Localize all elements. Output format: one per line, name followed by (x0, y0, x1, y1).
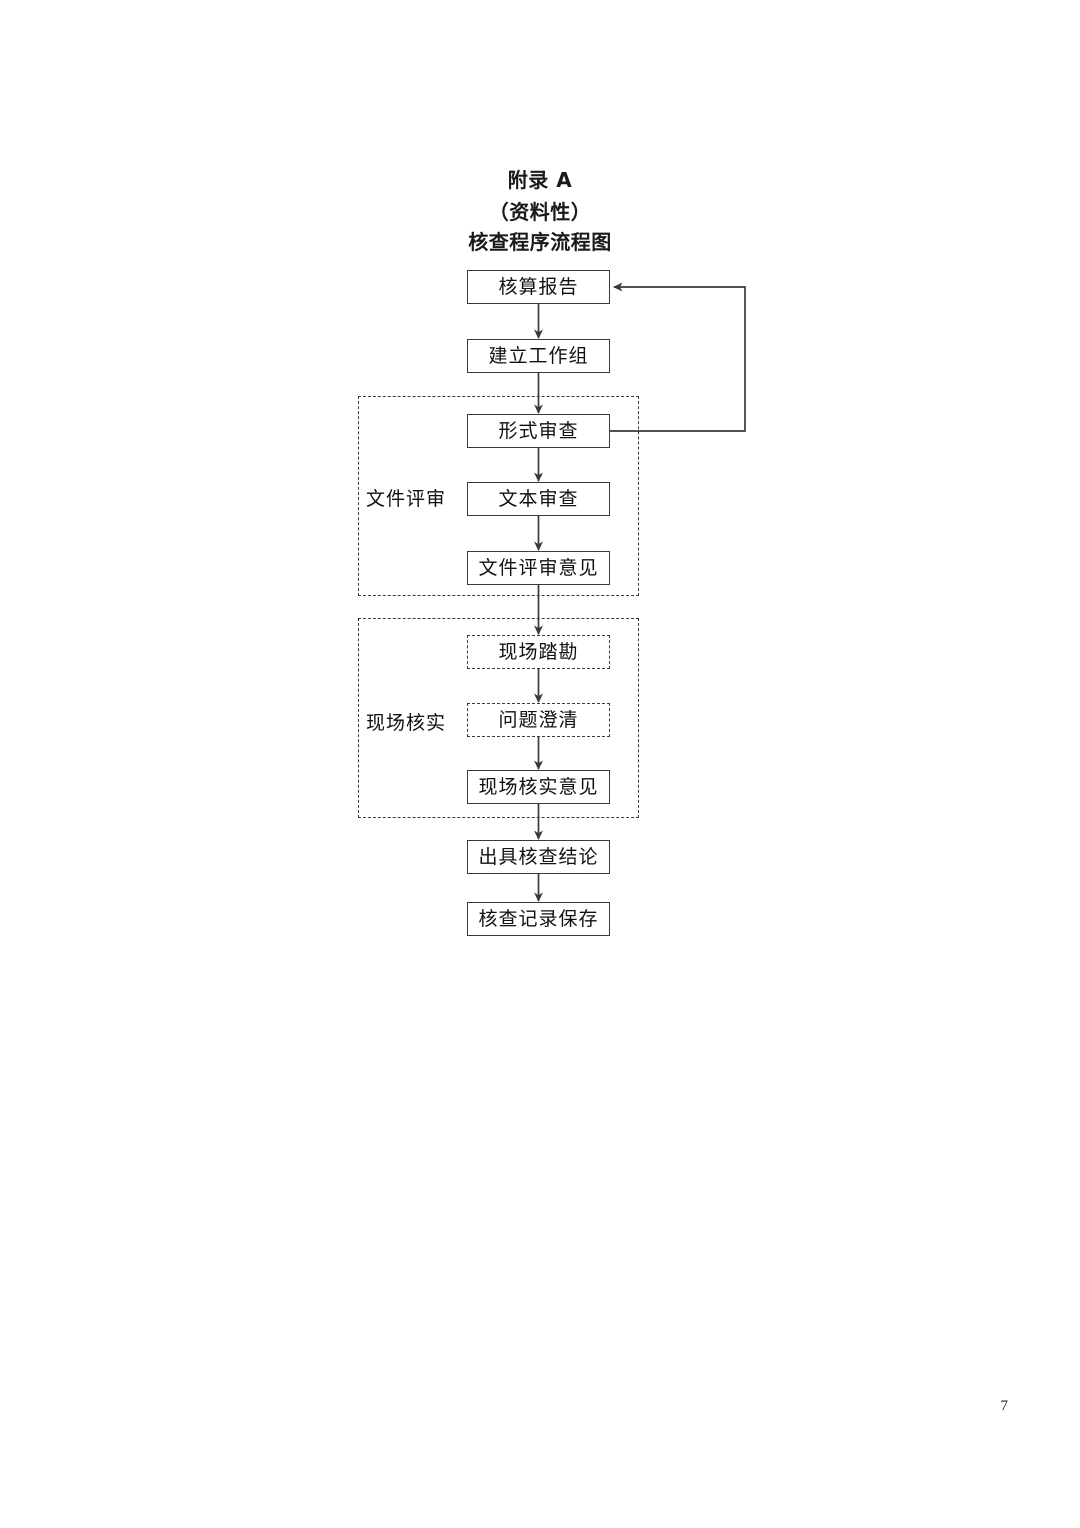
flow-node-onsite-verification-opinion[interactable]: 现场核实意见 (467, 770, 610, 804)
group-frame-document-review (358, 396, 639, 596)
flow-node-issue-clarification[interactable]: 问题澄清 (467, 703, 610, 737)
flow-node-text-review[interactable]: 文本审查 (467, 482, 610, 516)
flow-node-establish-working-group[interactable]: 建立工作组 (467, 339, 610, 373)
group-frame-onsite-verification (358, 618, 639, 818)
appendix-title: 附录 A (507, 168, 573, 192)
flowchart-title: 核查程序流程图 (468, 230, 612, 254)
flow-node-site-survey[interactable]: 现场踏勘 (467, 635, 610, 669)
page-number: 7 (1000, 1398, 1009, 1414)
flow-node-issue-verification-conclusion[interactable]: 出具核查结论 (467, 840, 610, 874)
group-label-document-review: 文件评审 (366, 488, 447, 510)
flow-node-archive-verification-records[interactable]: 核查记录保存 (467, 902, 610, 936)
flow-node-accounting-report[interactable]: 核算报告 (467, 270, 610, 304)
flow-node-document-review-opinion[interactable]: 文件评审意见 (467, 551, 610, 585)
appendix-nature-label: （资料性） (488, 200, 592, 224)
flow-node-formal-review[interactable]: 形式审查 (467, 414, 610, 448)
group-label-onsite-verification: 现场核实 (366, 712, 447, 734)
